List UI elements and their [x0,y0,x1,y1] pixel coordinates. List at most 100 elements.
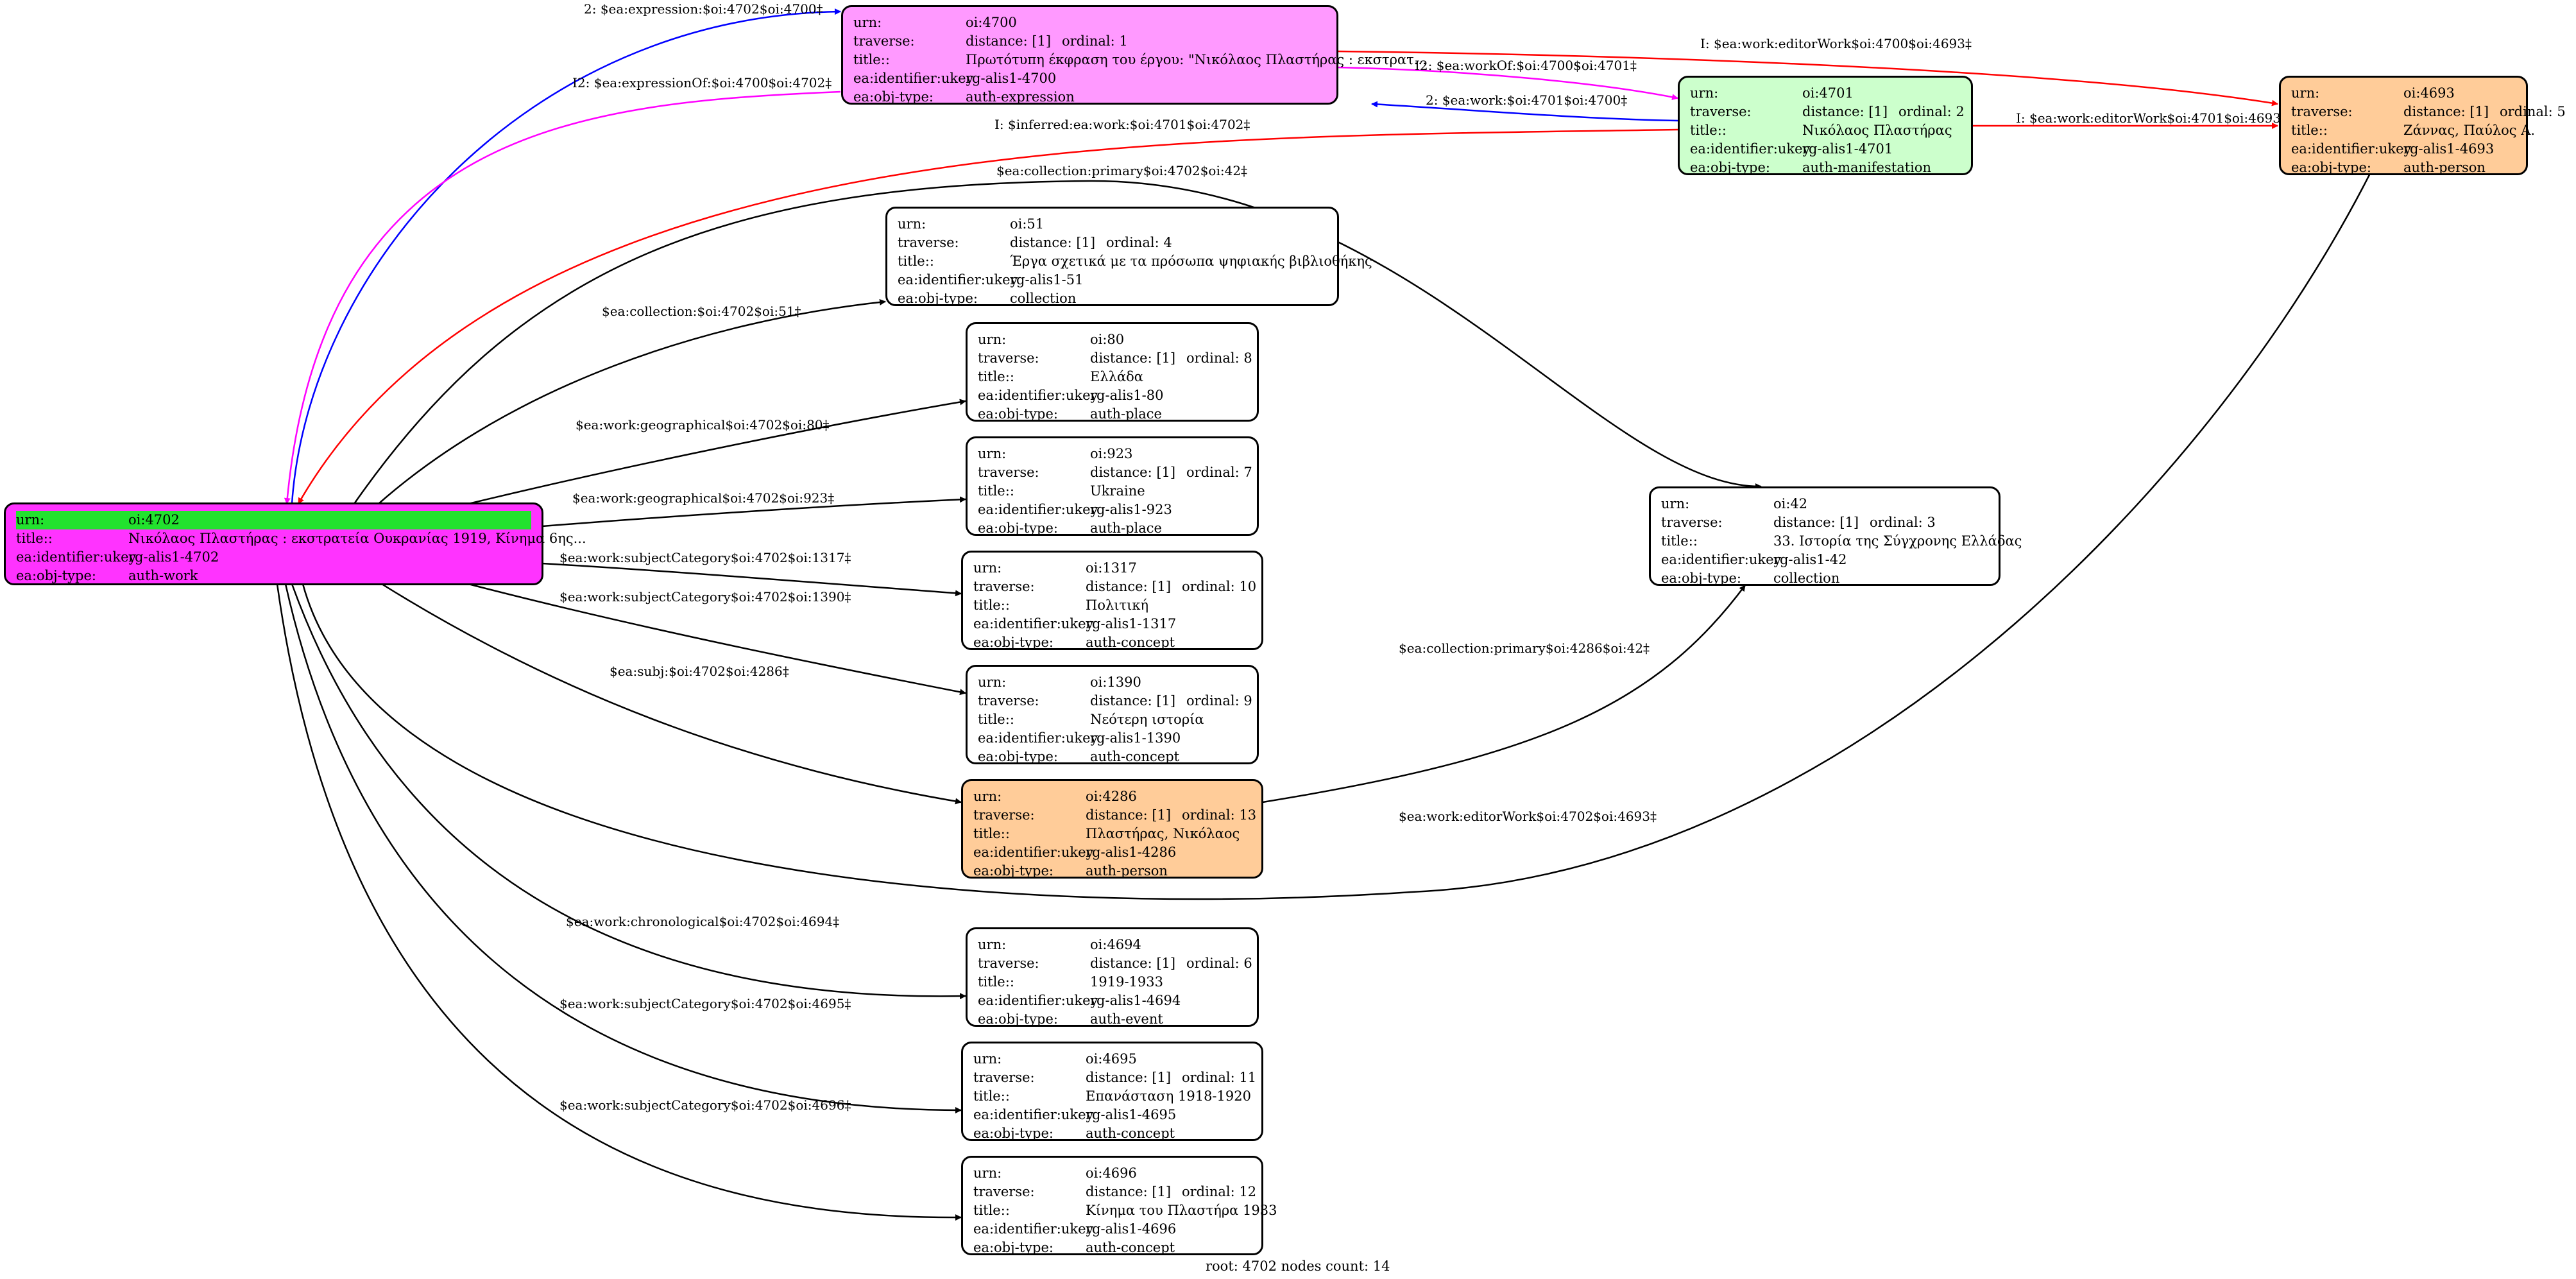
edge-label-subjectcategory-4702-4696: $ea:work:subjectCategory$oi:4702$oi:4696… [559,1097,851,1113]
edge-collection-primary-4286-42 [1262,585,1746,803]
ukey-value: rg-alis1-51 [1010,272,1084,288]
node-51[interactable]: urn:oi:51 traverse:distance: [1]ordinal:… [885,207,1372,308]
node-923[interactable]: urn:oi:923 traverse:distance: [1]ordinal… [966,436,1259,536]
title-value: Ελλάδα [1090,369,1143,384]
edge-subjectcategory-4702-1390 [468,583,966,696]
field-title: title::Ζάννας, Παύλος Α. [2291,121,2535,140]
ukey-value: rg-alis1-4286 [1086,845,1177,860]
ordinal-value: ordinal: 5 [2500,104,2566,119]
edge-label-editorwork-4700-4693: I: $ea:work:editorWork$oi:4700$oi:4693‡ [1700,36,1972,51]
title-value: Νεότερη ιστορία [1090,712,1204,727]
obj-type-value: auth-concept [1086,635,1175,650]
node-4286[interactable]: urn:oi:4286 traverse:distance: [1]ordina… [961,779,1263,879]
edge-label-subjectcategory-4702-4695: $ea:work:subjectCategory$oi:4702$oi:4695… [559,996,851,1011]
edge-geographical-4702-923 [542,496,966,528]
edge-editorwork-4700-4693 [1337,50,2278,107]
distance-value: distance: [1] [1090,465,1176,480]
obj-type-value: auth-manifestation [1802,160,1932,175]
edge-geographical-4702-80 [468,399,966,505]
edge-label-inferred-work-4701-4702: I: $inferred:ea:work:$oi:4701$oi:4702‡ [994,117,1250,132]
field-urn: urn:oi:80 [978,330,1247,349]
field-title: title::33. Ιστορία της Σύγχρονης Ελλάδας [1661,532,2022,551]
node-42[interactable]: urn:oi:42 traverse:distance: [1]ordinal:… [1649,486,2022,588]
ukey-value: rg-alis1-1390 [1090,730,1181,746]
urn-value: oi:4702 [128,512,180,528]
field-title: title::Κίνημα του Πλαστήρα 1933 [973,1201,1277,1220]
field-traverse: traverse:distance: [1]ordinal: 3 [1661,513,1988,532]
field-obj-type: ea:obj-type:auth-concept [973,1239,1251,1257]
edge-subjectcategory-4702-1317 [542,562,962,597]
node-4696[interactable]: urn:oi:4696 traverse:distance: [1]ordina… [961,1156,1277,1257]
field-obj-type: ea:obj-type:auth-place [978,405,1247,424]
urn-value: oi:4700 [966,15,1017,30]
field-traverse: traverse:distance: [1]ordinal: 2 [1690,103,1965,121]
field-traverse: traverse:distance: [1]ordinal: 1 [853,32,1326,51]
edge-expression-4702-4700 [291,8,841,504]
node-4694[interactable]: urn:oi:4694 traverse:distance: [1]ordina… [966,927,1259,1027]
field-obj-type: ea:obj-type:collection [898,289,1327,308]
field-traverse: traverse:distance: [1]ordinal: 8 [978,349,1252,368]
node-4695[interactable]: urn:oi:4695 traverse:distance: [1]ordina… [961,1042,1263,1141]
node-1317[interactable]: urn:oi:1317 traverse:distance: [1]ordina… [961,551,1263,650]
node-80[interactable]: urn:oi:80 traverse:distance: [1]ordinal:… [966,322,1259,422]
node-4693[interactable]: urn:oi:4693 traverse:distance: [1]ordina… [2279,76,2566,175]
edge-subjectcategory-4702-4695 [284,583,962,1113]
distance-value: distance: [1] [1090,693,1176,708]
obj-type-value: auth-concept [1086,1240,1175,1255]
field-urn: urn:oi:1390 [978,673,1247,692]
ordinal-value: ordinal: 2 [1898,104,1965,119]
ukey-value: rg-alis1-4696 [1086,1221,1177,1237]
edge-label-chronological-4702-4694: $ea:work:chronological$oi:4702$oi:4694‡ [566,914,840,929]
title-value: Ukraine [1090,483,1145,499]
node-4702-root[interactable]: urn:oi:4702 title::Νικόλαος Πλαστήρας : … [4,502,586,585]
field-obj-type: ea:obj-type:collection [1661,569,1988,588]
obj-type-value: auth-person [2403,160,2486,175]
field-obj-type: ea:obj-type:auth-concept [973,633,1251,652]
urn-value: oi:4693 [2403,85,2455,101]
edge-label-editorwork-4701-4693: I: $ea:work:editorWork$oi:4701$oi:4693‡ [2016,110,2287,126]
field-obj-type: ea:obj-type:auth-person [973,862,1251,880]
obj-type-value: auth-concept [1086,1126,1175,1141]
edge-collection-primary-4702-42 [353,180,1762,504]
field-obj-type: ea:obj-type:auth-concept [978,748,1247,766]
node-1390[interactable]: urn:oi:1390 traverse:distance: [1]ordina… [966,665,1259,764]
edge-subj-4702-4286 [381,583,962,805]
ordinal-value: ordinal: 4 [1106,235,1172,250]
field-urn: urn:oi:4693 [2291,84,2516,103]
field-traverse: traverse:distance: [1]ordinal: 6 [978,954,1252,973]
field-title: title::Νικόλαος Πλαστήρας [1690,121,1961,140]
edge-chronological-4702-4694 [291,583,966,1000]
field-urn: urn:oi:923 [978,445,1247,463]
obj-type-value: auth-place [1090,406,1162,422]
title-value: Έργα σχετικά με τα πρόσωπα ψηφιακής βιβλ… [1010,253,1372,269]
edge-work-4701-4700 [1371,101,1678,122]
distance-value: distance: [1] [1090,350,1176,366]
urn-value: oi:4701 [1802,85,1854,101]
distance-value: distance: [1] [1010,235,1096,250]
field-traverse: traverse:distance: [1]ordinal: 10 [973,578,1256,596]
edge-editorwork-4702-4693 [302,129,2393,900]
edge-label-workof-4700-4701: I2: $ea:workOf:$oi:4700$oi:4701‡ [1415,58,1637,73]
field-obj-type: ea:obj-type:auth-concept [973,1124,1251,1143]
ordinal-value: ordinal: 7 [1186,465,1252,480]
urn-value: oi:4694 [1090,937,1141,952]
ukey-value: rg-alis1-4694 [1090,993,1181,1008]
urn-value: oi:4286 [1086,789,1137,804]
distance-value: distance: [1] [1773,515,1859,530]
field-obj-type: ea:obj-type:auth-expression [853,88,1326,107]
node-4700[interactable]: urn:oi:4700 traverse:distance: [1]ordina… [841,5,1427,107]
obj-type-value: auth-expression [966,89,1075,105]
ukey-value: rg-alis1-4702 [128,549,219,565]
obj-type-value: auth-person [1086,863,1168,879]
edge-collection-4702-51 [378,298,886,504]
distance-value: distance: [1] [2403,104,2489,119]
field-title: title::Πλαστήρας, Νικόλαος [973,825,1251,843]
node-4701[interactable]: urn:oi:4701 traverse:distance: [1]ordina… [1678,76,1973,175]
